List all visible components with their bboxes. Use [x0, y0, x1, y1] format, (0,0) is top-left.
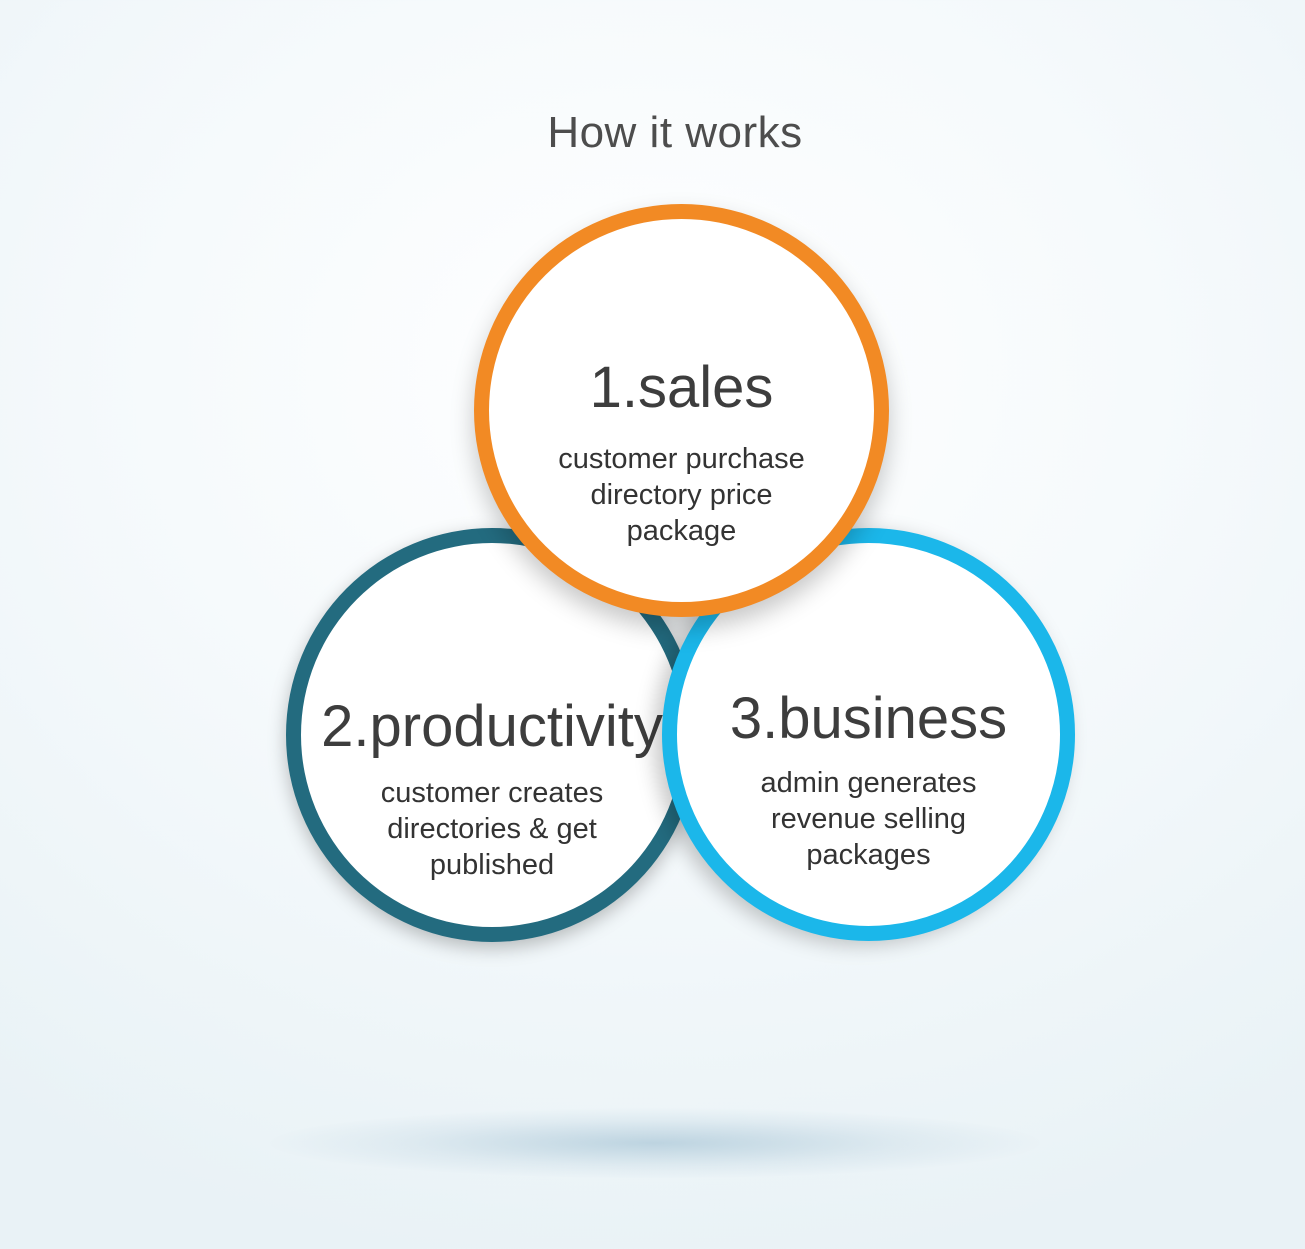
step-description: admin generates revenue selling packages: [677, 765, 1060, 873]
step-description-line: published: [429, 849, 555, 881]
step-description-line: packages: [806, 839, 931, 871]
step-description-line: directory price: [590, 479, 773, 511]
step-description-line: package: [626, 515, 737, 547]
step-description-line: admin generates: [760, 767, 977, 799]
step-heading: 3.business: [729, 686, 1008, 751]
step-heading: 2.productivity: [321, 694, 663, 759]
step-circle-sales: 1.sales customer purchase directory pric…: [474, 204, 889, 617]
floor-shadow: [270, 1108, 1040, 1178]
step-description: customer purchase directory price packag…: [489, 441, 874, 549]
page-title: How it works: [547, 108, 803, 157]
step-description-line: directories & get: [387, 813, 597, 845]
step-description-line: customer creates: [380, 777, 604, 809]
step-description: customer creates directories & get publi…: [301, 775, 683, 883]
step-heading: 1.sales: [589, 355, 774, 420]
step-description-line: customer purchase: [558, 443, 805, 475]
step-description-line: revenue selling: [770, 803, 967, 835]
